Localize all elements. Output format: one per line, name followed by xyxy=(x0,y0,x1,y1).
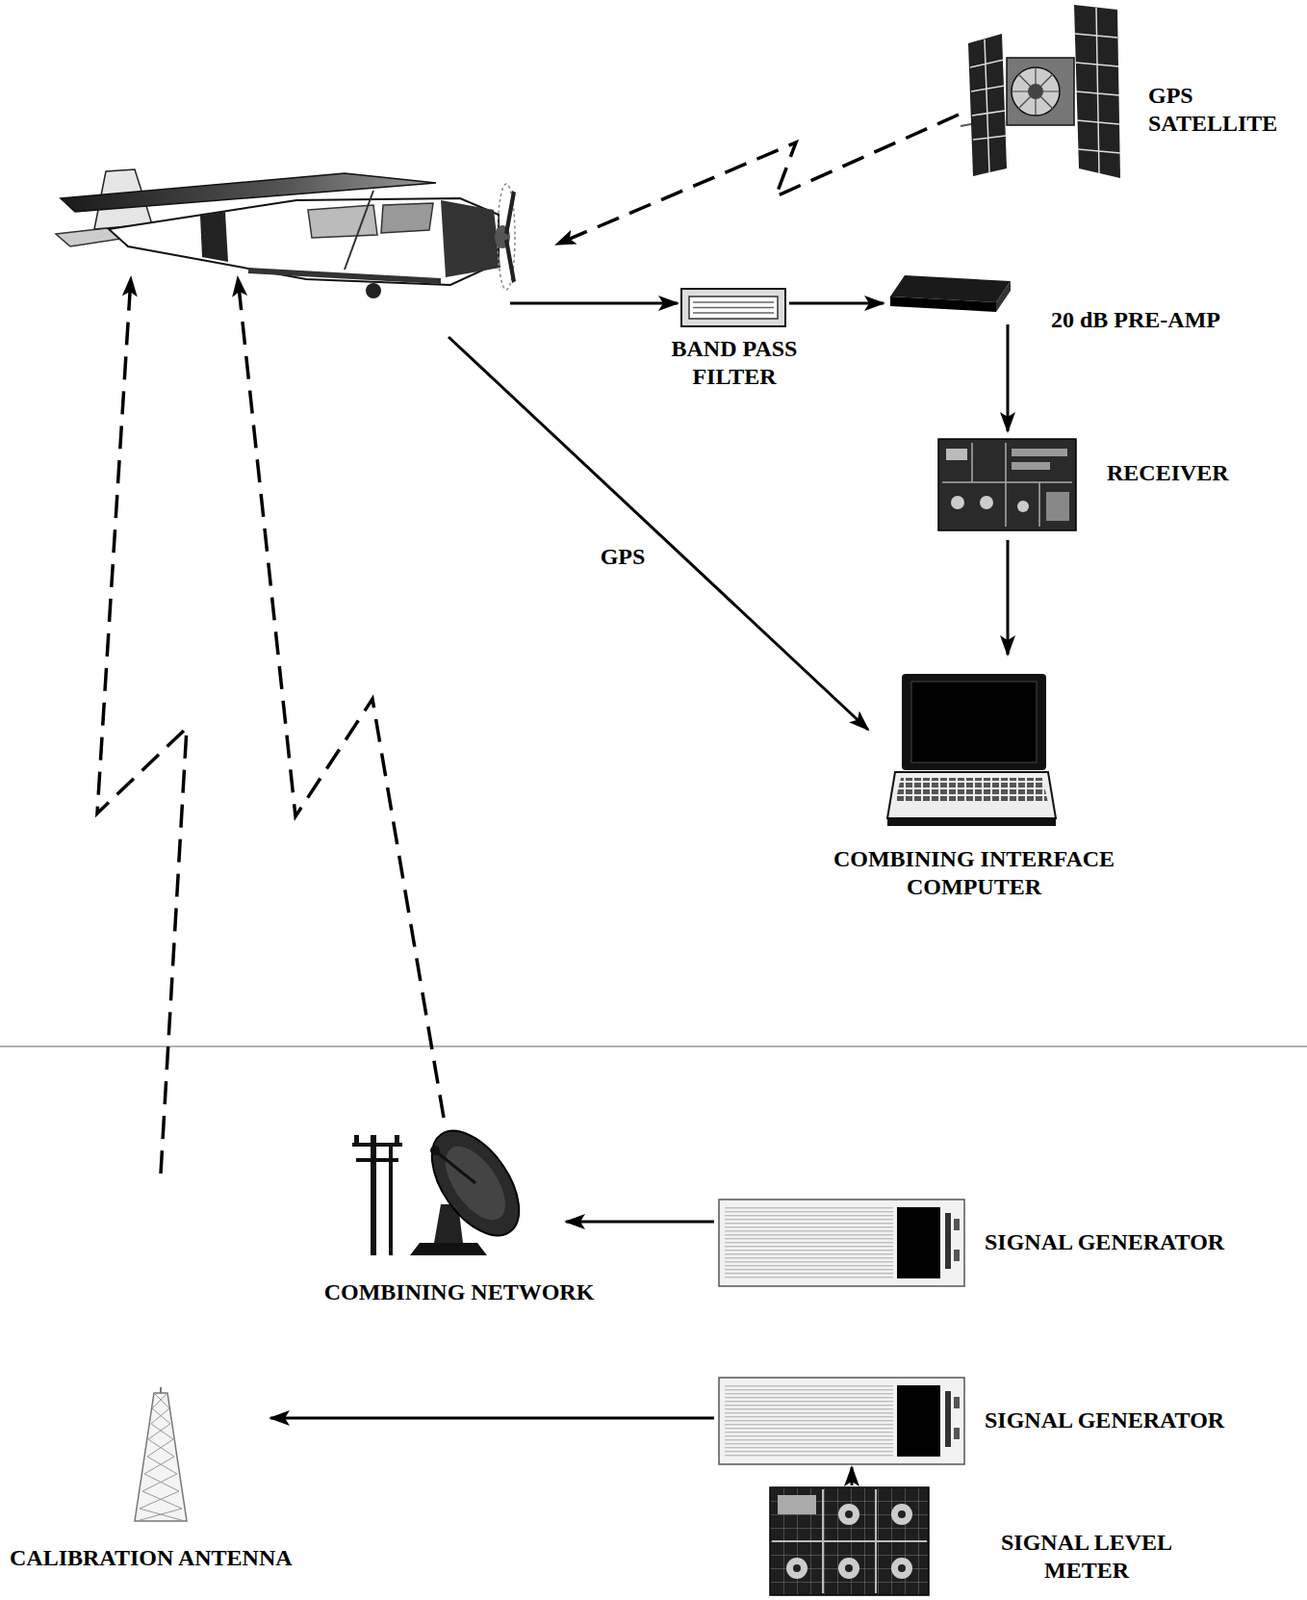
device-label: SIGNAL LEVEL METER xyxy=(971,1528,1203,1585)
radio-link xyxy=(237,277,444,1118)
device-label: SIGNAL GENERATOR xyxy=(984,1228,1225,1256)
label-holder: 20 dB PRE-AMP xyxy=(1050,306,1221,334)
label-holder: SIGNAL GENERATOR xyxy=(984,1228,1225,1256)
laptop-figure xyxy=(887,673,1056,826)
ground-line xyxy=(0,1045,1307,1048)
label-holder: SIGNAL GENERATOR xyxy=(984,1406,1225,1435)
signal-arrow xyxy=(270,1416,715,1420)
signal-arrow xyxy=(448,336,869,730)
receiver-node: RECEIVER xyxy=(938,438,1230,531)
signal-generator-figure xyxy=(718,1199,965,1286)
label-holder: RECEIVER xyxy=(1106,459,1230,487)
device-label: GPS SATELLITE xyxy=(1148,81,1293,138)
device-label: COMBINING INTERFACE COMPUTER xyxy=(800,845,1148,901)
radio-link xyxy=(97,277,187,1174)
label-holder: CALIBRATION ANTENNA xyxy=(9,1543,293,1572)
label-holder: COMBINING NETWORK xyxy=(305,1278,614,1307)
antenna-tower-figure xyxy=(134,1386,187,1521)
level-meter-figure xyxy=(769,1486,929,1595)
device-label: 20 dB PRE-AMP xyxy=(1050,306,1221,334)
device-label: COMBINING NETWORK xyxy=(305,1278,614,1307)
device-label: BAND PASS FILTER xyxy=(652,334,817,391)
aircraft-figure xyxy=(55,169,516,299)
computer-node: COMBINING INTERFACE COMPUTER xyxy=(800,673,1148,901)
signal-arrow xyxy=(1006,324,1010,432)
label-holder: COMBINING INTERFACE COMPUTER xyxy=(800,845,1148,901)
signal-arrow xyxy=(789,302,884,306)
network-node: COMBINING NETWORK xyxy=(305,1127,614,1307)
label-holder: SIGNAL LEVEL METER xyxy=(971,1528,1203,1585)
label-holder: BAND PASS FILTER xyxy=(652,334,817,391)
satellite-node: GPS SATELLITE xyxy=(958,4,1293,179)
signal-generator-figure xyxy=(718,1377,965,1464)
device-label: CALIBRATION ANTENNA xyxy=(9,1543,293,1572)
generator-node: SIGNAL GENERATOR xyxy=(718,1199,1225,1286)
preamp-figure xyxy=(890,275,1011,312)
radio-link xyxy=(556,114,959,245)
device-label: SIGNAL GENERATOR xyxy=(984,1406,1225,1435)
antenna-node: CALIBRATION ANTENNA xyxy=(9,1392,293,1572)
dish-and-pole-figure xyxy=(352,1115,537,1256)
signal-arrow xyxy=(1006,539,1010,655)
filter-node: BAND PASS FILTER xyxy=(652,288,817,391)
link-label: GPS xyxy=(600,542,646,571)
device-label: RECEIVER xyxy=(1106,459,1230,487)
edge-label-holder: GPS xyxy=(597,542,649,571)
receiver-figure xyxy=(938,438,1077,531)
satellite-figure xyxy=(960,4,1121,179)
preamp-node: 20 dB PRE-AMP xyxy=(890,275,1221,334)
signal-arrow xyxy=(510,302,678,306)
signal-arrow xyxy=(850,1466,854,1486)
filter-figure xyxy=(681,288,786,327)
signal-arrow xyxy=(565,1220,715,1224)
meter-node: SIGNAL LEVEL METER xyxy=(769,1486,1203,1595)
aircraft xyxy=(55,132,511,307)
label-holder: GPS SATELLITE xyxy=(1148,81,1293,138)
generator-node: SIGNAL GENERATOR xyxy=(718,1377,1225,1464)
